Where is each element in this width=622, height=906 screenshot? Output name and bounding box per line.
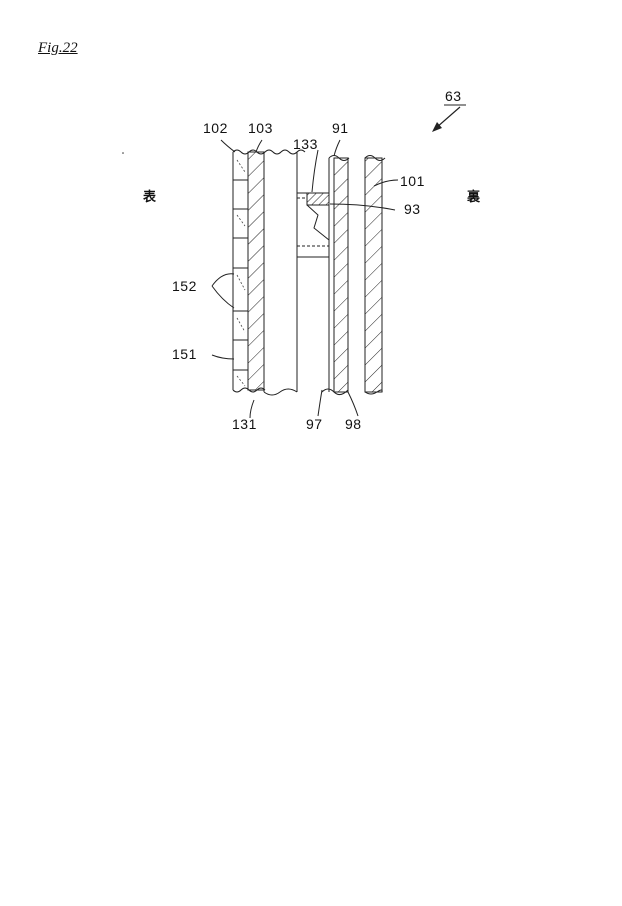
label-97: 97 (306, 416, 323, 432)
front-side-label: 表 (143, 186, 156, 205)
label-102: 102 (203, 120, 228, 136)
arrow-63 (432, 105, 466, 132)
layer-101 (365, 158, 382, 394)
label-131: 131 (232, 416, 257, 432)
label-93: 93 (404, 201, 421, 217)
label-151: 151 (172, 346, 197, 362)
layer-98 (334, 158, 348, 392)
label-63: 63 (445, 88, 462, 104)
layer-131 (248, 152, 264, 390)
label-133: 133 (293, 136, 318, 152)
label-103: 103 (248, 120, 273, 136)
layer-103 (264, 152, 297, 392)
stray-dot (122, 152, 124, 154)
label-152: 152 (172, 278, 197, 294)
spacer-93 (297, 193, 329, 257)
label-101: 101 (400, 173, 425, 189)
label-91: 91 (332, 120, 349, 136)
back-side-label: 裏 (467, 186, 480, 205)
layer-151 (233, 152, 248, 390)
label-98: 98 (345, 416, 362, 432)
